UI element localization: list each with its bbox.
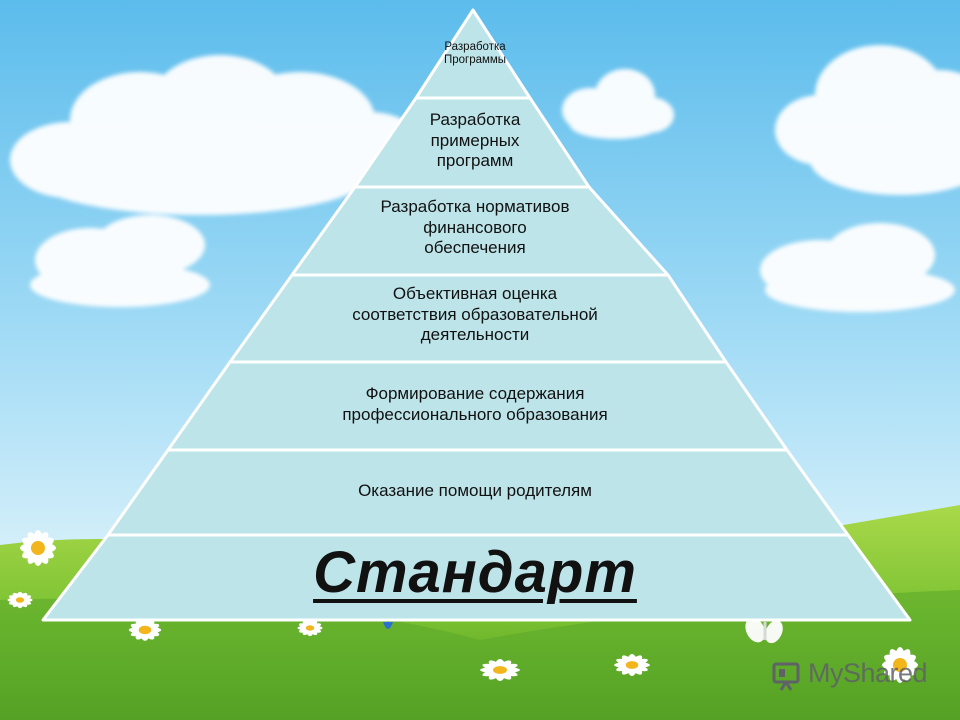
tier-label-text: Разработка Программы: [443, 41, 507, 67]
daisy-flower: [20, 530, 56, 566]
tier-label-standard: Стандарт: [180, 538, 770, 608]
pyramid: [41, 8, 912, 622]
daisy-flowers: [7, 530, 918, 683]
tier-label-text: Разработка нормативов финансового обеспе…: [380, 197, 570, 258]
daisy-flower: [480, 659, 520, 681]
daisy-flower: [613, 654, 651, 676]
tier-label-text: Объективная оценка соответствия образова…: [352, 284, 598, 345]
daisy-flower: [882, 647, 918, 683]
tier-label-4: Объективная оценка соответствия образова…: [270, 284, 680, 346]
daisy-flower: [297, 619, 323, 637]
tier-label-2: Разработка примерных программ: [375, 110, 575, 172]
daisy-flower: [7, 591, 33, 609]
cloud-mid-right: [760, 223, 955, 312]
tier-label-6: Оказание помощи родителям: [200, 481, 750, 502]
tier-label-text: Формирование содержания профессиональног…: [342, 384, 608, 424]
tier-label-text: Разработка примерных программ: [429, 110, 521, 171]
watermark-text: MyShared: [808, 658, 928, 688]
presentation-icon: [772, 662, 800, 691]
butterfly-icon: [745, 617, 783, 644]
tier-label-1: Разработка Программы: [405, 41, 545, 67]
pyramid-tier-7: [41, 533, 912, 622]
cloud-mid-left: [30, 215, 210, 307]
tier-label-3: Разработка нормативов финансового обеспе…: [330, 197, 620, 259]
tier-label-5: Формирование содержания профессиональног…: [230, 384, 720, 425]
cloud-right: [775, 45, 960, 195]
tier-label-text: Оказание помощи родителям: [358, 481, 592, 500]
standard-title: Стандарт: [313, 540, 637, 605]
grass-shade: [0, 590, 960, 720]
cloud-small: [562, 69, 674, 139]
daisy-flower: [128, 619, 162, 641]
